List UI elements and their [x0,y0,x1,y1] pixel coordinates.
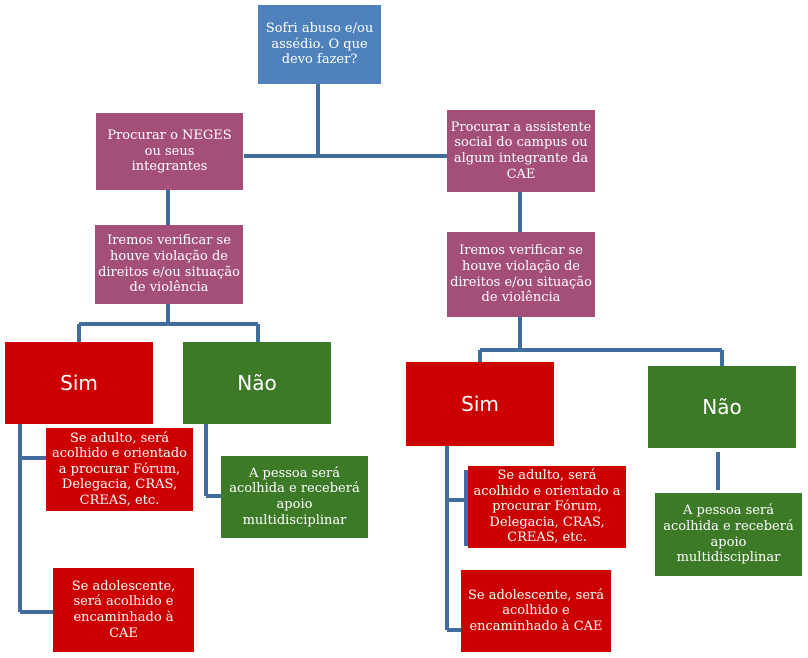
right-verify-text: Iremos verificar se houve violação de di… [450,243,592,306]
right-sim-box: Sim [406,362,554,446]
left-sim-adult-box: Se adulto, será acolhido e orientado a p… [46,428,193,511]
left-nao-result-box: A pessoa será acolhida e receberá apoio … [221,456,368,538]
left-nao-result-text: A pessoa será acolhida e receberá apoio … [229,465,360,528]
right-sim-adult-text: Se adulto, será acolhido e orientado a p… [473,468,621,546]
left-sim-label: Sim [60,371,98,395]
left-nao-label: Não [237,371,277,395]
left-sim-box: Sim [5,342,153,424]
right-nao-label: Não [702,395,742,419]
right-nao-result-box: A pessoa será acolhida e receberá apoio … [655,493,802,576]
left-contact-box: Procurar o NEGES ou seus integrantes [96,113,243,190]
right-sim-teen-box: Se adolescente, será acolhido e encaminh… [461,570,611,652]
right-sim-label: Sim [461,392,499,416]
right-sim-teen-text: Se adolescente, será acolhido e encaminh… [467,587,604,634]
left-nao-box: Não [183,342,331,424]
left-sim-teen-box: Se adolescente, será acolhido e encaminh… [53,568,194,652]
root-question-text: Sofri abuso e/ou assédio. O que devo faz… [265,21,374,68]
root-question-box: Sofri abuso e/ou assédio. O que devo faz… [258,5,381,84]
right-nao-box: Não [648,366,796,448]
right-contact-box: Procurar a assistente social do campus o… [447,110,595,192]
left-contact-text: Procurar o NEGES ou seus integrantes [107,128,232,175]
left-verify-box: Iremos verificar se houve violação de di… [95,225,243,304]
left-verify-text: Iremos verificar se houve violação de di… [98,233,240,296]
right-sim-adult-box: Se adulto, será acolhido e orientado a p… [468,466,626,548]
right-verify-box: Iremos verificar se houve violação de di… [447,232,595,317]
right-nao-result-text: A pessoa será acolhida e receberá apoio … [663,503,794,566]
left-sim-teen-text: Se adolescente, será acolhido e encaminh… [71,578,176,641]
left-sim-adult-text: Se adulto, será acolhido e orientado a p… [51,430,188,508]
right-contact-text: Procurar a assistente social do campus o… [450,119,592,182]
